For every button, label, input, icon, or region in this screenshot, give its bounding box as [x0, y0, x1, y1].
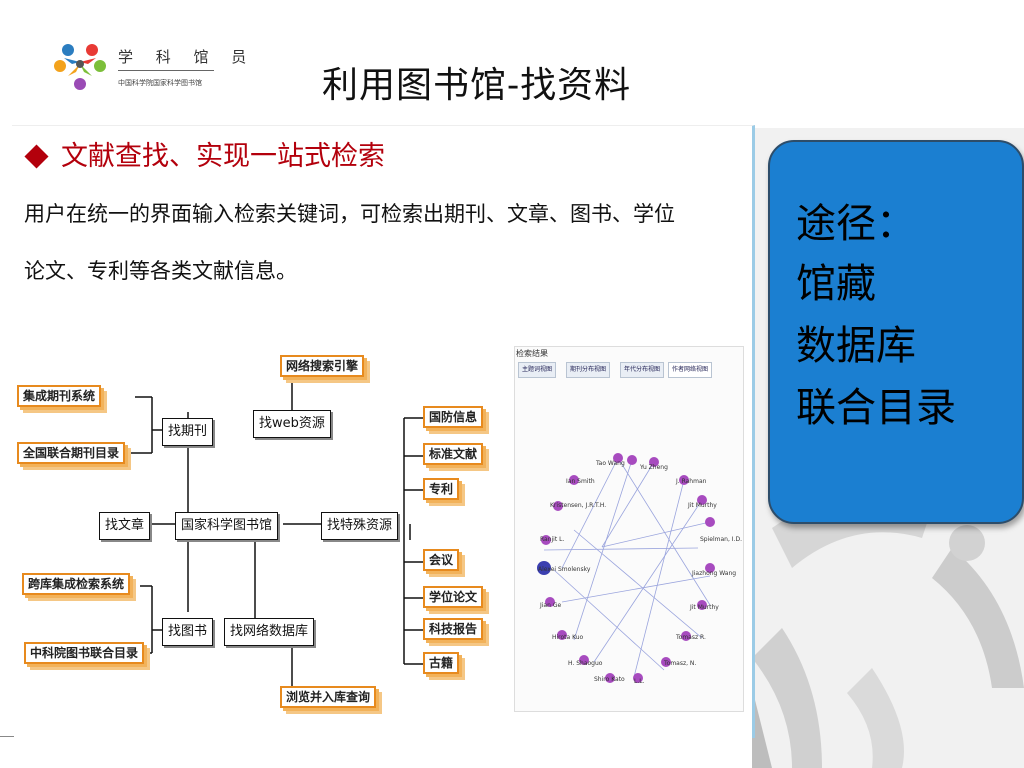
- author-network-graph: [537, 453, 715, 683]
- author-label: Tomasz R.: [676, 634, 706, 641]
- node-web-search-engine: 网络搜索引擎: [280, 355, 365, 377]
- node-book-union-catalog: 中科院图书联合目录: [24, 642, 145, 664]
- node-find-book: 找图书: [162, 618, 214, 646]
- author-label: Hirota Kuo: [552, 634, 584, 641]
- network-window-title: 检索结果: [516, 349, 548, 358]
- author-label: Spielman, I.D.: [700, 536, 742, 543]
- description-line-1: 用户在统一的界面输入检索关键词，可检索出期刊、文章、图书、学位: [24, 202, 675, 226]
- section-heading-text: 文献查找、实现一站式检索: [61, 141, 385, 172]
- slide-title: 利用图书馆-找资料: [322, 65, 632, 106]
- node-find-web: 找web资源: [253, 410, 331, 438]
- brand-name: 学 科 馆 员: [118, 48, 256, 66]
- author-label: Jit Murthy: [688, 502, 717, 509]
- callout-line-2: 馆藏: [796, 261, 876, 307]
- author-label: H. Shaoguo: [568, 660, 603, 667]
- network-tab-subject[interactable]: 主题词视图: [518, 362, 557, 378]
- node-national-science-library: 国家科学图书馆: [175, 512, 279, 540]
- node-tech-report: 科技报告: [423, 618, 484, 640]
- node-find-journal: 找期刊: [162, 418, 214, 446]
- author-label: Jian Ge: [540, 602, 562, 609]
- brand-divider: [118, 70, 214, 71]
- author-label: Shiro Kato: [594, 676, 625, 683]
- section-heading: 文献查找、实现一站式检索: [24, 134, 385, 173]
- author-network-screenshot: [514, 346, 744, 712]
- author-label: Ranjit L.: [540, 536, 565, 543]
- callout-line-1: 途径：: [796, 201, 916, 247]
- author-label: Jit Murthy: [690, 604, 719, 611]
- node-ancient-books: 古籍: [423, 652, 460, 674]
- network-tab-journal[interactable]: 期刊分布视图: [566, 362, 611, 378]
- author-label: L.L.: [634, 678, 645, 685]
- subject-librarian-logo: [54, 44, 106, 90]
- author-label: Alexei Smolensky: [538, 566, 591, 573]
- author-label: Kristensen, J.R.T.H.: [550, 502, 607, 509]
- author-label: Yu Zheng: [640, 464, 668, 471]
- node-union-journal-catalog: 全国联合期刊目录: [17, 442, 126, 464]
- brand-subtitle: 中国科学院国家科学图书馆: [118, 79, 202, 87]
- author-label: Tomasz, N.: [664, 660, 697, 667]
- node-journal-system: 集成期刊系统: [17, 385, 102, 407]
- author-label: Jiazhong Wang: [692, 570, 737, 577]
- node-defense-info: 国防信息: [423, 406, 484, 428]
- node-browse-portal: 浏览并入库查询: [280, 686, 377, 708]
- channels-callout: 途径： 馆藏 数据库 联合目录: [768, 140, 1024, 524]
- node-patent: 专利: [423, 478, 460, 500]
- network-tab-year[interactable]: 年代分布视图: [620, 362, 665, 378]
- node-find-network-db: 找网络数据库: [224, 618, 315, 646]
- description-line-2: 论文、专利等各类文献信息。: [24, 259, 297, 283]
- author-label: Tao Wang: [596, 460, 625, 467]
- node-conference: 会议: [423, 549, 460, 571]
- node-standards: 标准文献: [423, 443, 484, 465]
- node-find-special: 找特殊资源: [321, 512, 399, 540]
- author-label: Ian Smith: [566, 478, 595, 485]
- callout-line-3: 数据库: [796, 323, 916, 369]
- network-tab-author[interactable]: 作者网络视图: [668, 362, 713, 378]
- node-find-article: 找文章: [99, 512, 151, 540]
- node-thesis: 学位论文: [423, 586, 484, 608]
- author-label: J. Rahman: [676, 478, 707, 485]
- footer-mark: [0, 736, 14, 737]
- node-integrated-retrieval: 跨库集成检索系统: [22, 573, 131, 595]
- callout-line-4: 联合目录: [796, 385, 956, 431]
